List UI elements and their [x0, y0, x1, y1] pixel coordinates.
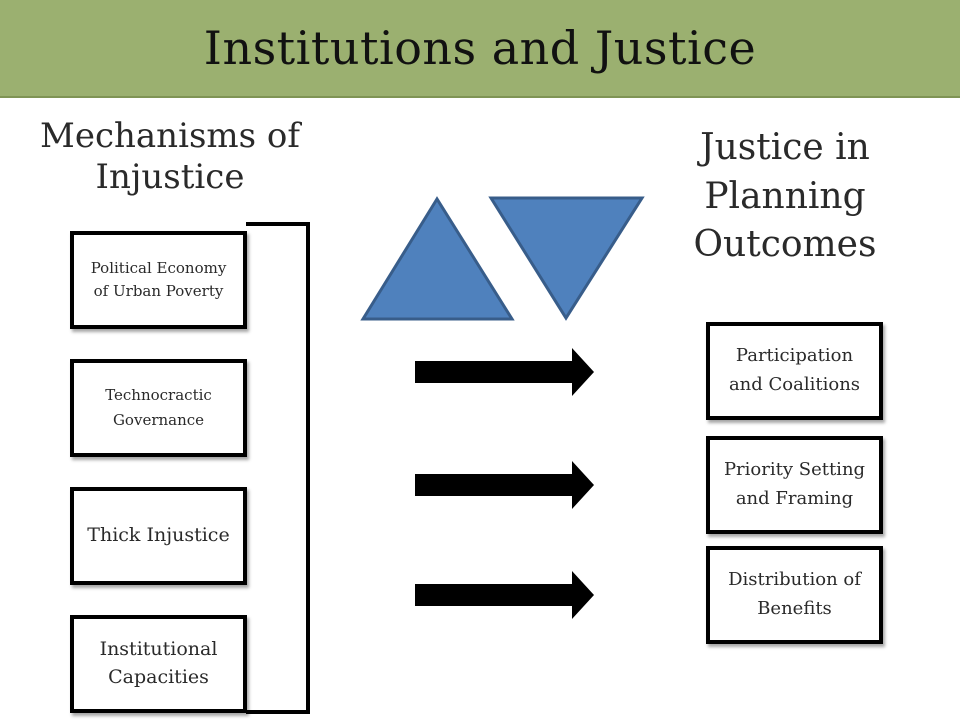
mechanism-label: Thick Injustice	[87, 524, 230, 547]
mechanism-label: Technocractic Governance	[105, 386, 212, 429]
right-arrow-icon	[415, 461, 594, 509]
up-triangle-icon	[360, 196, 515, 321]
outcomes-heading: Justice in Planning Outcomes	[693, 127, 877, 266]
mechanism-label: Institutional Capacities	[99, 638, 218, 688]
right-arrow-icon	[415, 348, 594, 396]
down-triangle-icon	[488, 196, 645, 321]
title-bar: Institutions and Justice	[0, 0, 960, 98]
outcome-box-participation: Participation and Coalitions	[706, 322, 883, 420]
right-arrow-icon	[415, 571, 594, 619]
mechanism-box-political-economy: Political Economy of Urban Poverty	[70, 231, 247, 329]
outcome-label: Distribution of Benefits	[728, 569, 861, 619]
grouping-bracket	[246, 222, 310, 714]
mechanism-label: Political Economy of Urban Poverty	[90, 258, 227, 300]
outcome-box-priority-setting: Priority Setting and Framing	[706, 436, 883, 534]
outcome-box-distribution: Distribution of Benefits	[706, 546, 883, 644]
slide-title: Institutions and Justice	[203, 21, 757, 75]
mechanism-box-thick-injustice: Thick Injustice	[70, 487, 247, 585]
outcome-label: Priority Setting and Framing	[723, 459, 866, 509]
mechanism-box-institutional-capacities: Institutional Capacities	[70, 615, 247, 713]
mechanisms-heading: Mechanisms of Injustice	[40, 116, 300, 197]
outcome-label: Participation and Coalitions	[728, 345, 861, 395]
mechanism-box-technocratic-governance: Technocractic Governance	[70, 359, 247, 457]
